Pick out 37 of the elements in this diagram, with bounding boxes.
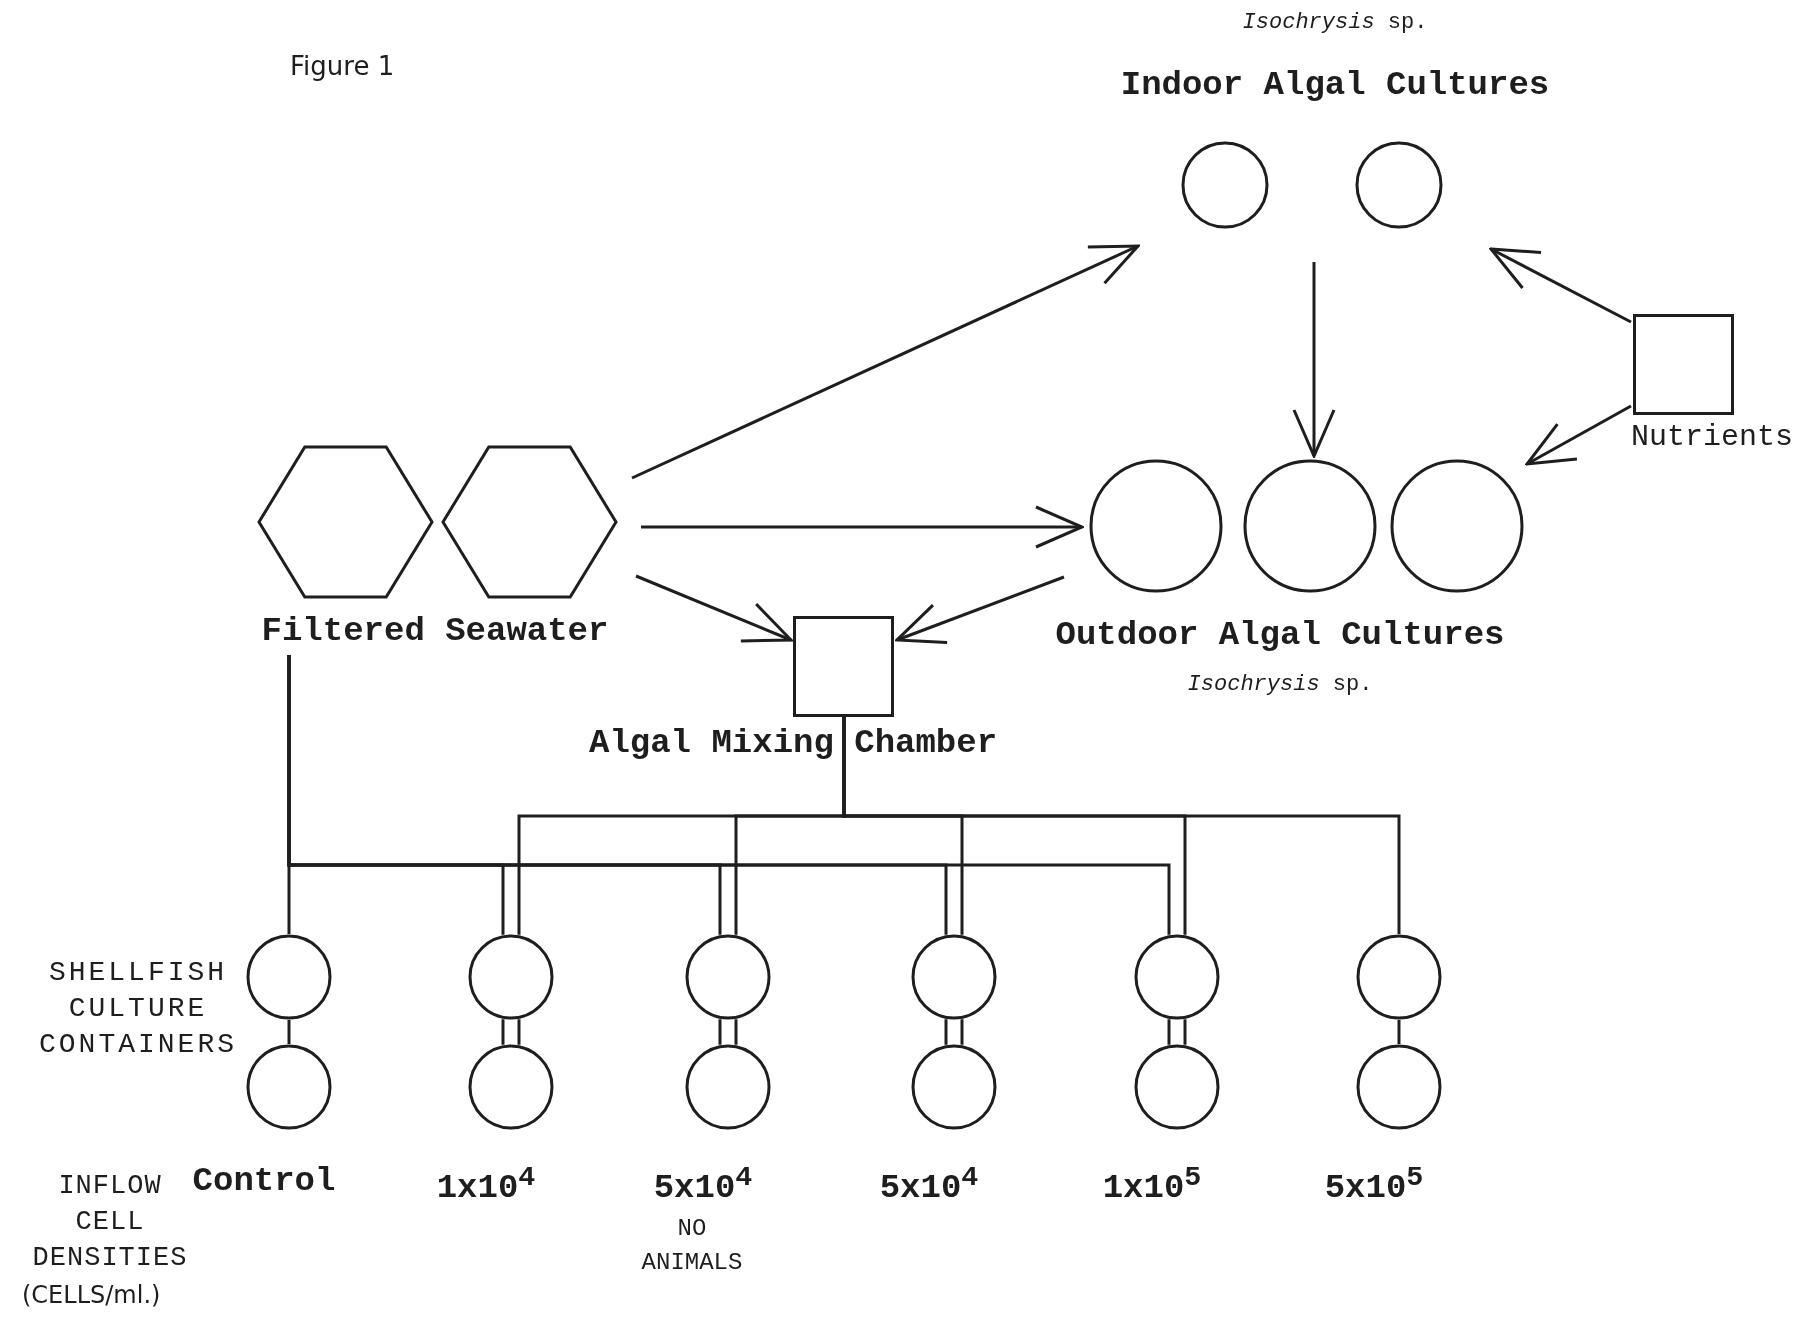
- arrow: [641, 505, 1084, 549]
- arrow: [635, 574, 793, 643]
- arrow: [895, 575, 1065, 644]
- density-label: 5x10$^{4}$: [652, 1160, 754, 1210]
- pipe-line: [1167, 1019, 1171, 1045]
- note-label: NO ANIMALS: [640, 1214, 744, 1278]
- tank-label: Algal Mixing Chamber: [589, 724, 999, 764]
- pipe-line: [1397, 1020, 1401, 1044]
- pipe-line: [960, 1019, 964, 1045]
- pipe-line: [287, 1020, 291, 1044]
- species-label: Isochrysis sp.: [1241, 10, 1429, 36]
- arrow: [1489, 247, 1632, 324]
- container-label: SHELLFISH CULTURE CONTAINERS: [38, 956, 238, 1062]
- density-label: Control: [191, 1161, 337, 1202]
- arrow: [1525, 404, 1632, 466]
- group-label: Indoor Algal Cultures: [1119, 66, 1551, 106]
- density-label: 1x10$^{4}$: [435, 1160, 537, 1210]
- species-label: Isochrysis sp.: [1186, 672, 1374, 698]
- unit-label: (CELLS/ml.): [22, 1282, 162, 1310]
- arrow: [1292, 262, 1336, 458]
- pipe-line: [842, 717, 1401, 934]
- pipe-line: [501, 1019, 505, 1045]
- density-label: 5x10$^{5}$: [1323, 1160, 1425, 1210]
- axis-label: INFLOW CELL DENSITIES: [31, 1170, 189, 1275]
- arrow: [631, 244, 1140, 480]
- pipe-line: [734, 1019, 738, 1045]
- pipe-line: [944, 1019, 948, 1045]
- tank-label: Nutrients: [1630, 420, 1794, 455]
- pipe-line: [1183, 1019, 1187, 1045]
- figure-label: Figure 1: [290, 52, 396, 82]
- pipe-line: [718, 1019, 722, 1045]
- pipe-line: [517, 1019, 521, 1045]
- pipe-line: [287, 655, 1171, 935]
- tank-label: Filtered Seawater: [260, 612, 610, 652]
- density-label: 5x10$^{4}$: [878, 1160, 980, 1210]
- density-label: 1x10$^{5}$: [1101, 1160, 1203, 1210]
- group-label: Outdoor Algal Cultures: [1054, 616, 1506, 656]
